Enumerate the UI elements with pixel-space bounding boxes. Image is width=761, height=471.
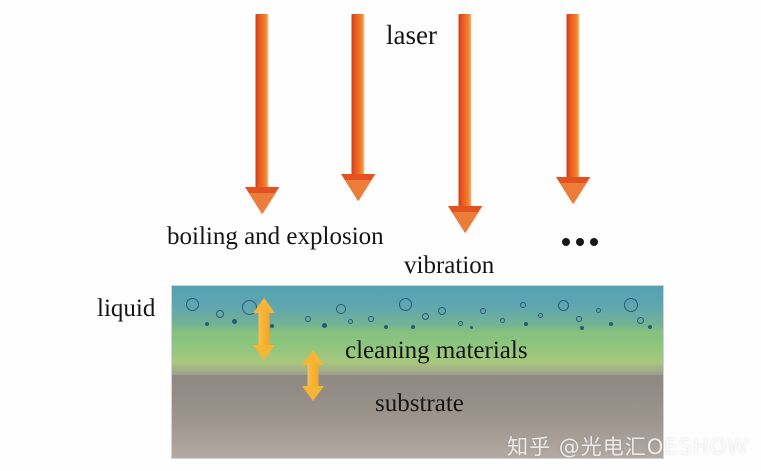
bubble [305,316,311,322]
vibration-arrowhead-down [302,386,324,401]
bubble [558,300,569,311]
bubble [438,307,446,315]
bubble [205,322,209,326]
laser-beam-arrow-2 [339,14,377,201]
bubble [637,317,644,324]
bubble [270,324,274,328]
vibration-arrow-shaft [307,363,319,388]
vibration-arrow-liquid-cleaning [253,298,275,360]
bubble [538,313,543,318]
laser-beam-arrow-3 [446,14,484,233]
bubble [470,326,473,329]
bubble [322,323,327,328]
bubble [336,304,346,314]
laser-beam-arrowhead-highlight [345,180,371,201]
label-vibration: vibration [404,252,495,279]
bubble [596,308,601,313]
bubble [458,321,463,326]
vibration-arrow-shaft [258,311,270,347]
bubble [384,325,388,329]
bubble [186,298,199,311]
label-liquid: liquid [97,295,156,322]
bubble [524,322,528,326]
laser-beam-shaft [255,14,269,188]
laser-beam-shaft [351,14,365,175]
ellipsis-dot [590,238,598,246]
laser-beam-arrowhead-highlight [452,212,478,233]
bubble [232,319,237,324]
bubble [624,298,638,312]
bubble [580,326,584,330]
bubble [216,310,224,318]
label-cleaning-materials: cleaning materials [345,337,528,364]
bubble [348,319,353,324]
laser-beam-arrow-4 [554,14,592,204]
vibration-arrowhead-up [253,298,275,313]
ellipsis-dot [562,238,570,246]
ellipsis-dot [576,238,584,246]
laser-beam-arrow-1 [243,14,281,214]
bubble [500,318,505,323]
laser-beam-shaft [458,14,472,207]
vibration-arrowhead-down [253,345,275,360]
bubble [648,325,652,329]
laser-beam-arrowhead-highlight [249,193,275,214]
bubble [399,298,412,311]
ellipsis-dots [562,238,598,246]
layer-substrate [172,375,663,458]
laser-beam-shaft [566,14,580,178]
label-laser: laser [386,20,437,50]
bubble [609,322,613,326]
watermark: 知乎 @光电汇OESHOW [507,435,749,459]
bubble [520,302,526,308]
bubble [422,313,429,320]
bubble [576,316,582,322]
label-substrate: substrate [375,390,464,417]
laser-beam-arrowhead-highlight [560,183,586,204]
vibration-arrowhead-up [302,350,324,365]
bubble [368,316,374,322]
vibration-arrow-cleaning-substrate [302,350,324,401]
bubble [480,308,486,314]
bubble [411,325,415,329]
label-boiling-and-explosion: boiling and explosion [167,223,384,250]
